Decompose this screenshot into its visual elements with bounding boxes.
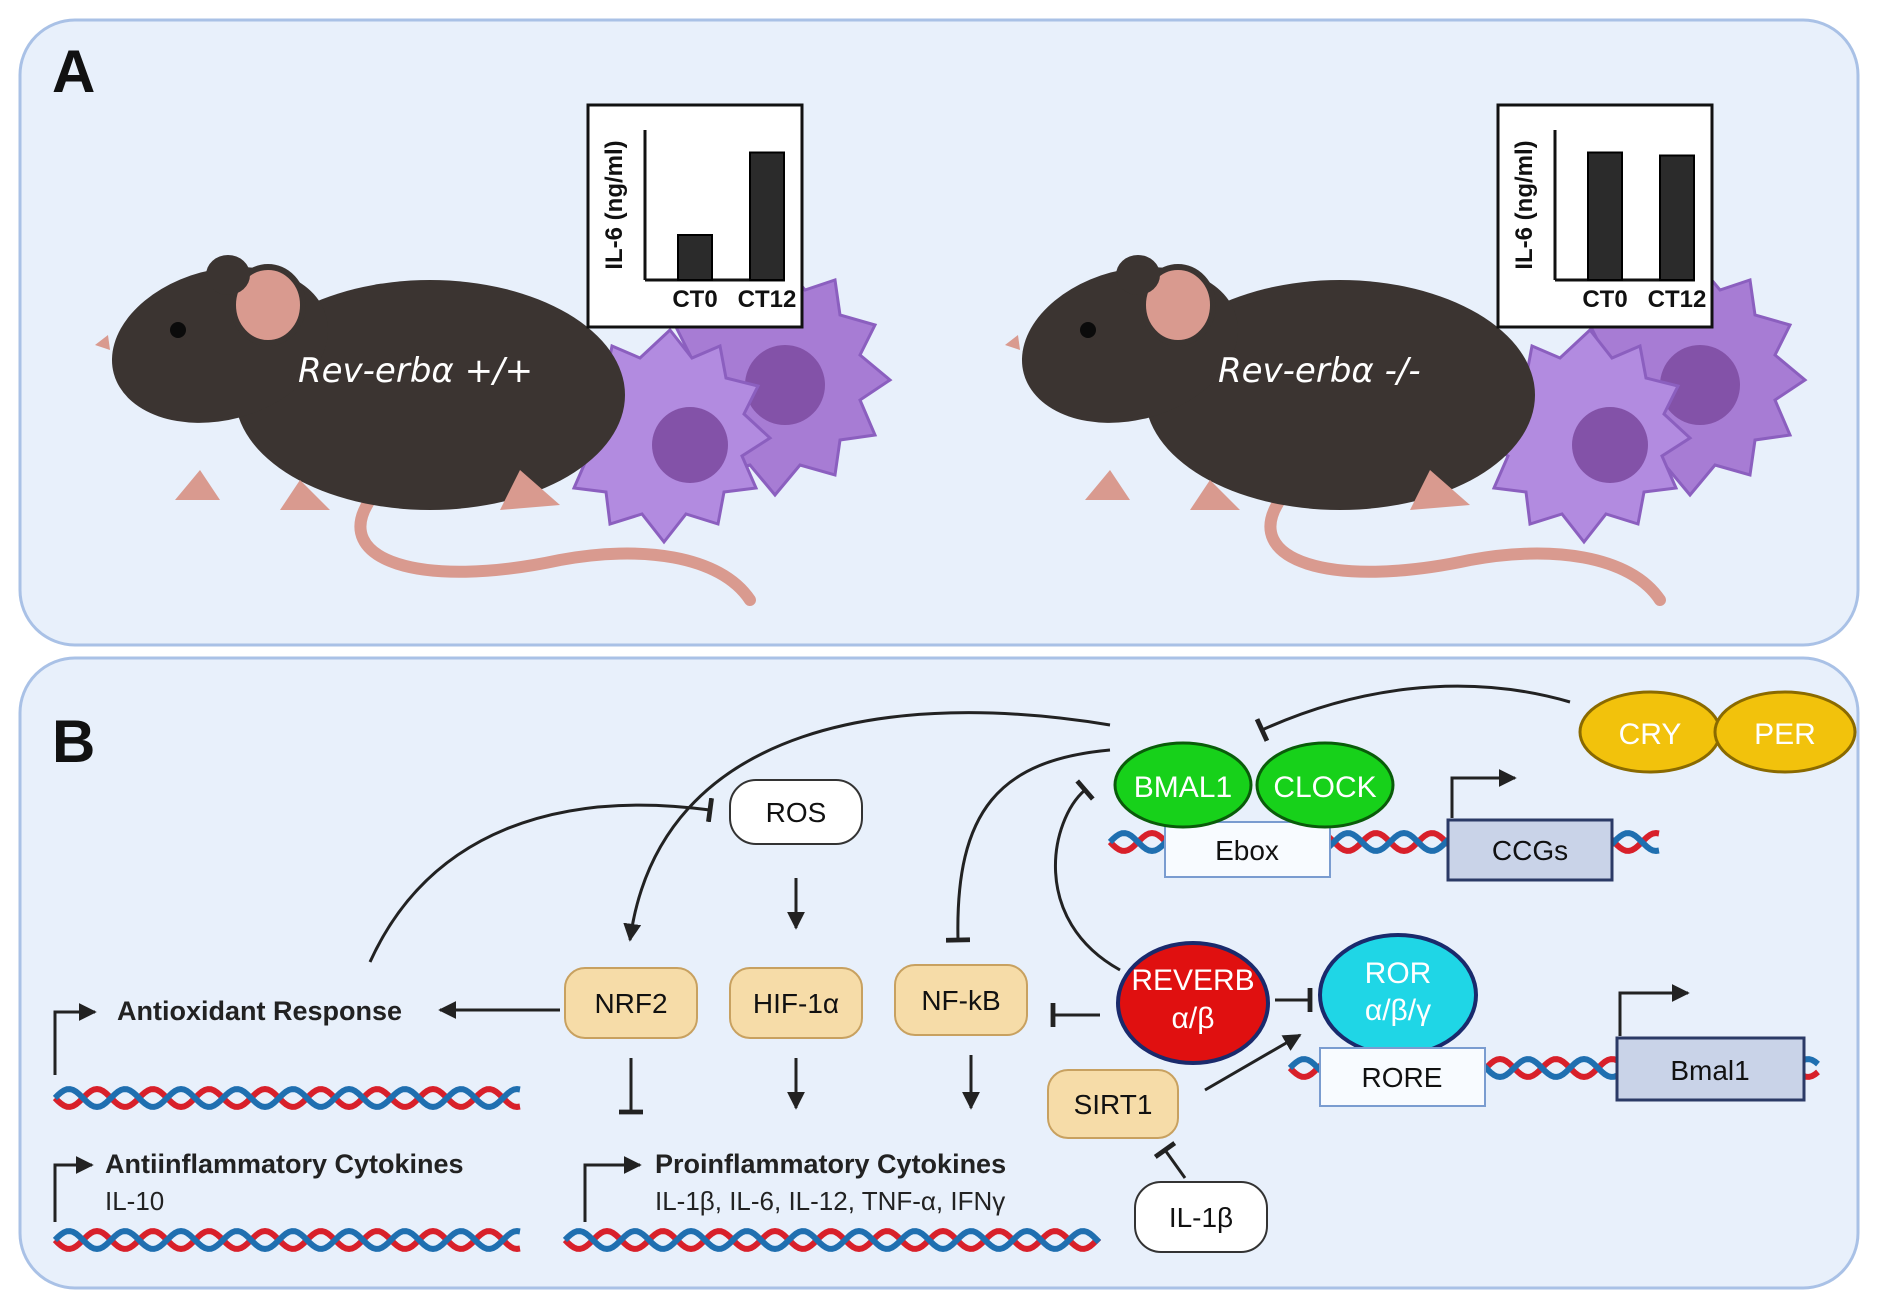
dna-strand-blue	[52, 1085, 521, 1111]
tick-label-ct0: CT0	[1582, 286, 1627, 313]
hif1a-node	[729, 967, 863, 1039]
reverb-label: REVERB	[1131, 964, 1254, 997]
dna-helix	[52, 1085, 521, 1111]
mouse-icon	[95, 255, 756, 606]
ccgs-label: CCGs	[1492, 835, 1568, 866]
il1b-inhibits-sirt1	[1153, 1141, 1187, 1179]
dna-strand-blue	[52, 1227, 521, 1253]
nfkb-node	[894, 964, 1028, 1036]
sirt1-node	[1047, 1069, 1179, 1139]
nrf2-node	[564, 967, 698, 1039]
dna-strand-red	[52, 1085, 521, 1111]
per-label: PER	[1754, 718, 1816, 751]
ccgs-gene	[1446, 818, 1614, 882]
chart-y-label: IL-6 (ng/ml)	[601, 140, 628, 269]
bmal1-transcription-arrow	[1618, 984, 1690, 1036]
tick-label-ct12: CT12	[1648, 286, 1707, 313]
rore-site	[1319, 1047, 1486, 1107]
ror-subtype: α/β/γ	[1365, 994, 1431, 1027]
dna-helix	[52, 1227, 521, 1253]
bmal1-label: BMAL1	[1134, 771, 1232, 804]
nrf2-label: NRF2	[594, 988, 667, 1019]
antioxidant-transcription-arrow	[53, 1003, 97, 1075]
mouse-icon	[1005, 255, 1666, 606]
sirt1-label: SIRT1	[1074, 1089, 1153, 1120]
il6-bar-chart: IL-6 (ng/ml) CT0 CT12	[586, 103, 804, 329]
pathway-edges	[368, 684, 1571, 1179]
ros-node	[729, 779, 863, 845]
bmal1-to-nrf2-arrow	[623, 711, 1111, 942]
sirt1-to-ror-arrow	[1204, 1033, 1302, 1092]
antiinflammatory-transcription-arrow	[53, 1156, 94, 1222]
macrophage-icon	[1479, 327, 1693, 545]
bar-ct0	[677, 234, 713, 281]
ccgs-transcription-arrow	[1450, 769, 1517, 818]
bmal1-gene-label: Bmal1	[1670, 1055, 1749, 1086]
cry-label: CRY	[1619, 718, 1682, 751]
ebox-label: Ebox	[1215, 835, 1279, 866]
il6-bar-chart: IL-6 (ng/ml) CT0 CT12	[1496, 103, 1714, 329]
proinflammatory-list: IL-1β, IL-6, IL-12, TNF-α, IFNγ	[655, 1186, 1005, 1216]
chart-y-label: IL-6 (ng/ml)	[1511, 140, 1538, 269]
dna-strand-red	[52, 1227, 521, 1253]
bmal1-gene	[1615, 1036, 1806, 1102]
bmal1-inhibits-nfkb	[945, 748, 1111, 943]
mouse-genotype-label: Rev-erbα +/+	[298, 351, 533, 391]
nfkb-label: NF-kB	[921, 985, 1000, 1016]
bar-ct12	[749, 151, 785, 281]
bar-ct12	[1659, 154, 1695, 281]
ror-label: ROR	[1365, 957, 1432, 990]
antioxidant-inhibits-ros	[368, 797, 714, 963]
mouse-wildtype-group: Rev-erbα +/+ IL-6 (ng/ml) CT0 CT12	[95, 103, 893, 606]
rore-label: RORE	[1362, 1062, 1443, 1093]
bmal1-node	[1113, 741, 1253, 829]
ros-label: ROS	[766, 797, 827, 828]
tick-label-ct12: CT12	[738, 286, 797, 313]
tick-label-ct0: CT0	[672, 286, 717, 313]
mouse-genotype-label: Rev-erbα -/-	[1218, 351, 1421, 391]
proinflammatory-title: Proinflammatory Cytokines	[655, 1149, 1006, 1179]
reverb-inhibits-bmal1	[1054, 779, 1121, 972]
il1b-label: IL-1β	[1169, 1202, 1233, 1233]
cryper-inhibits-bmal1clock	[1254, 684, 1571, 742]
mouse-knockout-group: Rev-erbα -/- IL-6 (ng/ml) CT0 CT12	[1005, 103, 1808, 606]
reverb-node	[1116, 941, 1270, 1065]
dna-helix	[562, 1227, 1102, 1253]
panel-b-letter: B	[52, 708, 95, 775]
dna-strand-red	[562, 1227, 1102, 1253]
dna-strand-blue	[562, 1227, 1102, 1253]
antioxidant-response-label: Antioxidant Response	[117, 996, 402, 1026]
hif1a-label: HIF-1α	[753, 988, 839, 1019]
reverb-subtype: α/β	[1172, 1002, 1215, 1035]
antiinflammatory-title: Antiinflammatory Cytokines	[105, 1149, 464, 1179]
panel-a-letter: A	[52, 38, 95, 105]
antiinflammatory-list: IL-10	[105, 1186, 164, 1216]
il1b-node	[1134, 1181, 1268, 1253]
per-node	[1713, 690, 1857, 774]
clock-node	[1255, 741, 1395, 829]
bar-ct0	[1587, 151, 1623, 281]
clock-label: CLOCK	[1273, 771, 1376, 804]
proinflammatory-transcription-arrow	[583, 1156, 642, 1222]
ebox-site	[1164, 821, 1331, 878]
